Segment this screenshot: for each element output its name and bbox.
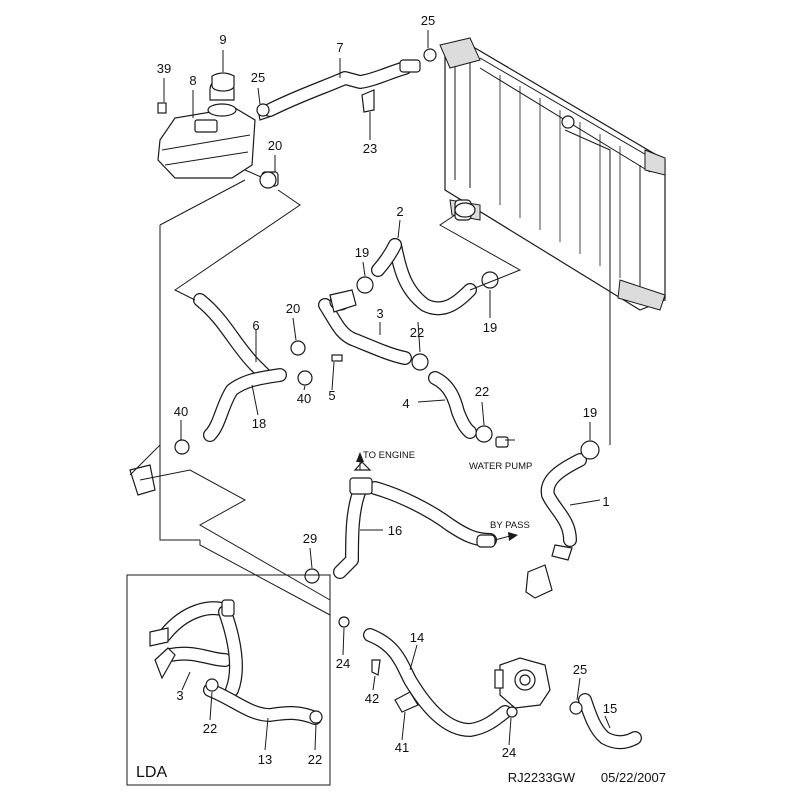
callout-1: 1: [602, 494, 609, 509]
callout-41: 41: [395, 740, 409, 755]
callout-5: 4: [402, 396, 409, 411]
callout-14: 14: [410, 630, 424, 645]
callout-20: 22: [203, 721, 217, 736]
tank-cap: [211, 72, 235, 92]
callout-13: 13: [258, 752, 272, 767]
callout-20: 22: [410, 325, 424, 340]
callout-19: 20: [268, 138, 282, 153]
callout-labels: 9 39 8 25 7 25 23 20 2 19 19 20 3 6 22 5…: [157, 13, 617, 767]
callout-42: 42: [365, 691, 379, 706]
routing-lines: [129, 129, 611, 616]
callout-19: 20: [286, 301, 300, 316]
callout-40: 40: [174, 404, 188, 419]
radiator: [439, 37, 666, 311]
flow-notes: TO ENGINE BY PASS WATER PUMP: [363, 450, 532, 531]
lda-inset: [126, 574, 331, 786]
callout-4: 5: [328, 388, 335, 403]
callout-24: 25: [251, 70, 265, 85]
callout-15: 15: [603, 701, 617, 716]
callout-7: 7: [336, 40, 343, 55]
callout-2: 2: [396, 204, 403, 219]
callout-18: 19: [583, 405, 597, 420]
throttle-body: [494, 657, 551, 709]
footer-date: 05/22/2007: [601, 770, 666, 785]
callout-22: 23: [363, 141, 377, 156]
note-by-pass: BY PASS: [490, 520, 530, 531]
inset-label: LDA: [136, 764, 167, 781]
callout-23: 24: [336, 656, 350, 671]
callout-6: 6: [252, 318, 259, 333]
footer-code: RJ2233GW: [508, 770, 576, 785]
callout-40: 40: [297, 391, 311, 406]
direction-arrows: [356, 439, 518, 541]
callout-3: 3: [176, 688, 183, 703]
callout-39: 39: [157, 61, 171, 76]
callout-18: 19: [355, 245, 369, 260]
note-water-pump: WATER PUMP: [469, 461, 532, 472]
callout-3: 3: [376, 306, 383, 321]
clamps-and-fittings: [129, 48, 600, 724]
callout-16: 16: [388, 523, 402, 538]
callout-20: 22: [308, 752, 322, 767]
note-to-engine: TO ENGINE: [363, 450, 415, 461]
hoses: [158, 59, 642, 750]
leader-lines: [163, 30, 611, 751]
callout-8: 8: [189, 73, 196, 88]
callout-20: 22: [475, 384, 489, 399]
callout-24: 25: [421, 13, 435, 28]
callout-23: 24: [502, 745, 516, 760]
callout-9: 9: [219, 32, 226, 47]
callout-25: 25: [573, 662, 587, 677]
callout-29: 29: [303, 531, 317, 546]
callout-17: 18: [252, 416, 266, 431]
callout-18: 19: [483, 320, 497, 335]
expansion-tank: [157, 79, 279, 187]
